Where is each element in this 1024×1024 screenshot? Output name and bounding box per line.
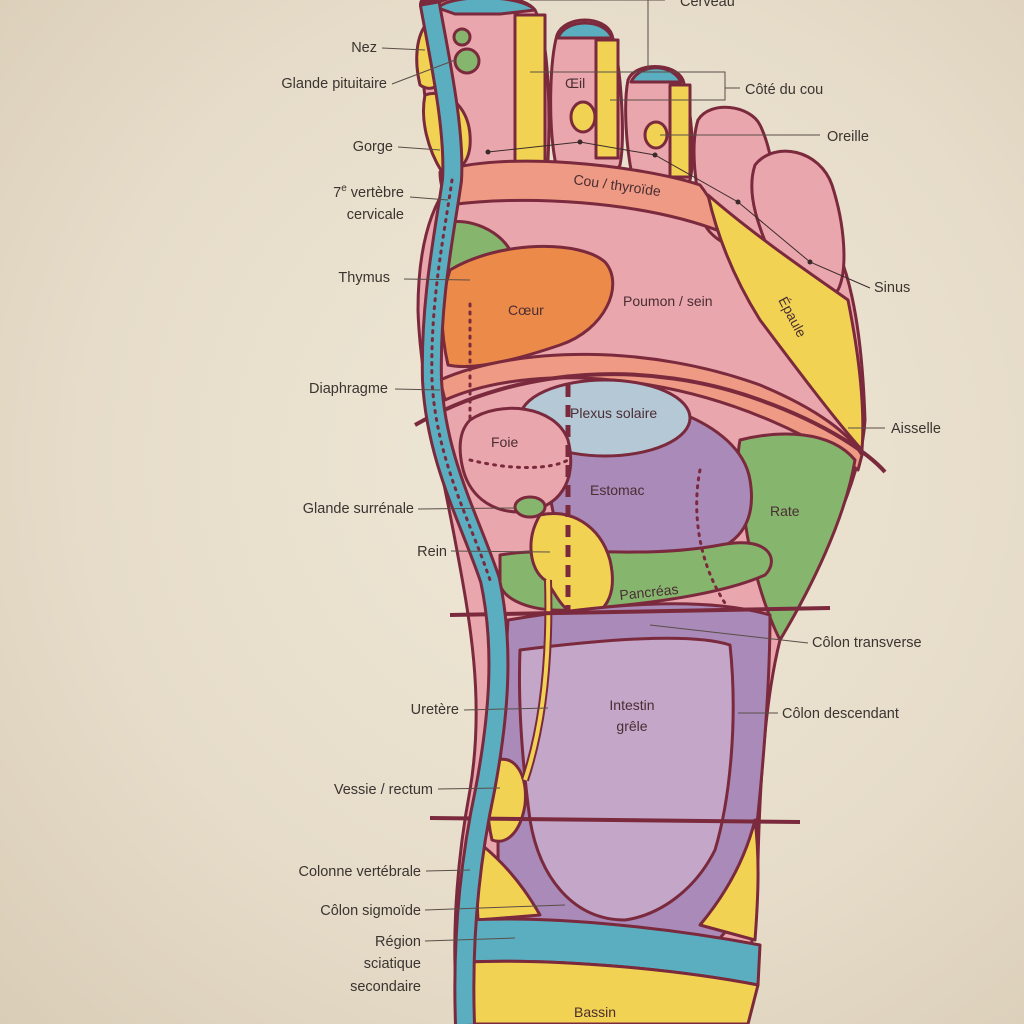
label-estomac: Estomac [590, 482, 644, 498]
sinus-point [577, 139, 583, 145]
label-glande-pituitaire: Glande pituitaire [281, 76, 387, 92]
label-sinus: Sinus [874, 280, 910, 296]
lower-yellow-right [698, 818, 760, 942]
label-nez: Nez [351, 40, 377, 56]
label-vessie-rectum: Vessie / rectum [334, 782, 433, 798]
second-toe-side-neck [594, 38, 620, 160]
big-toe-cap [436, 0, 537, 16]
organ-dotted-lines [468, 298, 772, 652]
ureter-inner [523, 579, 551, 781]
heel-line [429, 816, 801, 824]
label-rate: Rate [770, 503, 800, 519]
spine-inner [422, 3, 507, 1024]
label-coeur: Cœur [508, 302, 544, 318]
sinus-point [485, 149, 491, 155]
label-grele: grêle [616, 718, 647, 734]
label-colon-transverse: Côlon transverse [812, 635, 922, 651]
label-colon-sigmoide: Côlon sigmoïde [320, 903, 421, 919]
label-region: Région [375, 934, 421, 950]
label-thymus: Thymus [338, 270, 390, 286]
label-cervicale: cervicale [347, 207, 404, 223]
waist-line [449, 606, 831, 617]
liver-zone [458, 406, 573, 514]
label-sciatique: sciatique [364, 956, 421, 972]
spine-dotted [430, 178, 492, 582]
third-toe-side-neck [668, 83, 692, 179]
label-bassin: Bassin [574, 1004, 616, 1020]
label-poumon-sein: Poumon / sein [623, 293, 713, 309]
label-secondaire: secondaire [350, 979, 421, 995]
label-uretere: Uretère [411, 702, 459, 718]
heart-zone [440, 244, 615, 368]
leader-lines [381, 0, 885, 942]
label-rein: Rein [417, 544, 447, 560]
label-aisselle: Aisselle [891, 421, 941, 437]
adrenal-gland [513, 495, 547, 519]
label-oreille: Oreille [827, 129, 869, 145]
small-intestine-zone [518, 636, 735, 922]
label-plexus-solaire: Plexus solaire [570, 405, 657, 421]
diaphragm-line [414, 372, 887, 474]
label-cote-du-cou: Côté du cou [745, 82, 823, 98]
label-colonne-vertebrale: Colonne vertébrale [298, 864, 421, 880]
label-cerveau: Cerveau [680, 0, 735, 10]
internal-labels: Œil Cou / thyroïde Épaule Cœur Poumon / … [491, 75, 810, 1020]
pituitary-gland-2 [453, 47, 481, 75]
external-labels: Cerveau Nez Glande pituitaire Gorge 7e v… [281, 0, 941, 995]
big-toe-side-neck [513, 13, 547, 167]
label-intestin: Intestin [609, 697, 654, 713]
sinus-point [735, 199, 741, 205]
label-foie: Foie [491, 434, 518, 450]
second-toe-cap [556, 21, 614, 40]
label-gorge: Gorge [353, 139, 393, 155]
sinus-point [652, 152, 658, 158]
label-oeil: Œil [565, 75, 585, 91]
pelvis-zone [463, 959, 760, 1024]
label-7e-vertebre: 7e vertèbre [333, 183, 404, 201]
label-pancreas: Pancréas [619, 581, 680, 603]
label-colon-descendant: Côlon descendant [782, 706, 899, 722]
label-diaphragme: Diaphragme [309, 381, 388, 397]
pituitary-gland [452, 27, 472, 47]
eye-zone [569, 100, 597, 134]
label-glande-surrenale: Glande surrénale [303, 501, 414, 517]
sinus-point [807, 259, 813, 265]
sinus-dots [487, 141, 871, 289]
third-toe-cap [629, 66, 683, 84]
